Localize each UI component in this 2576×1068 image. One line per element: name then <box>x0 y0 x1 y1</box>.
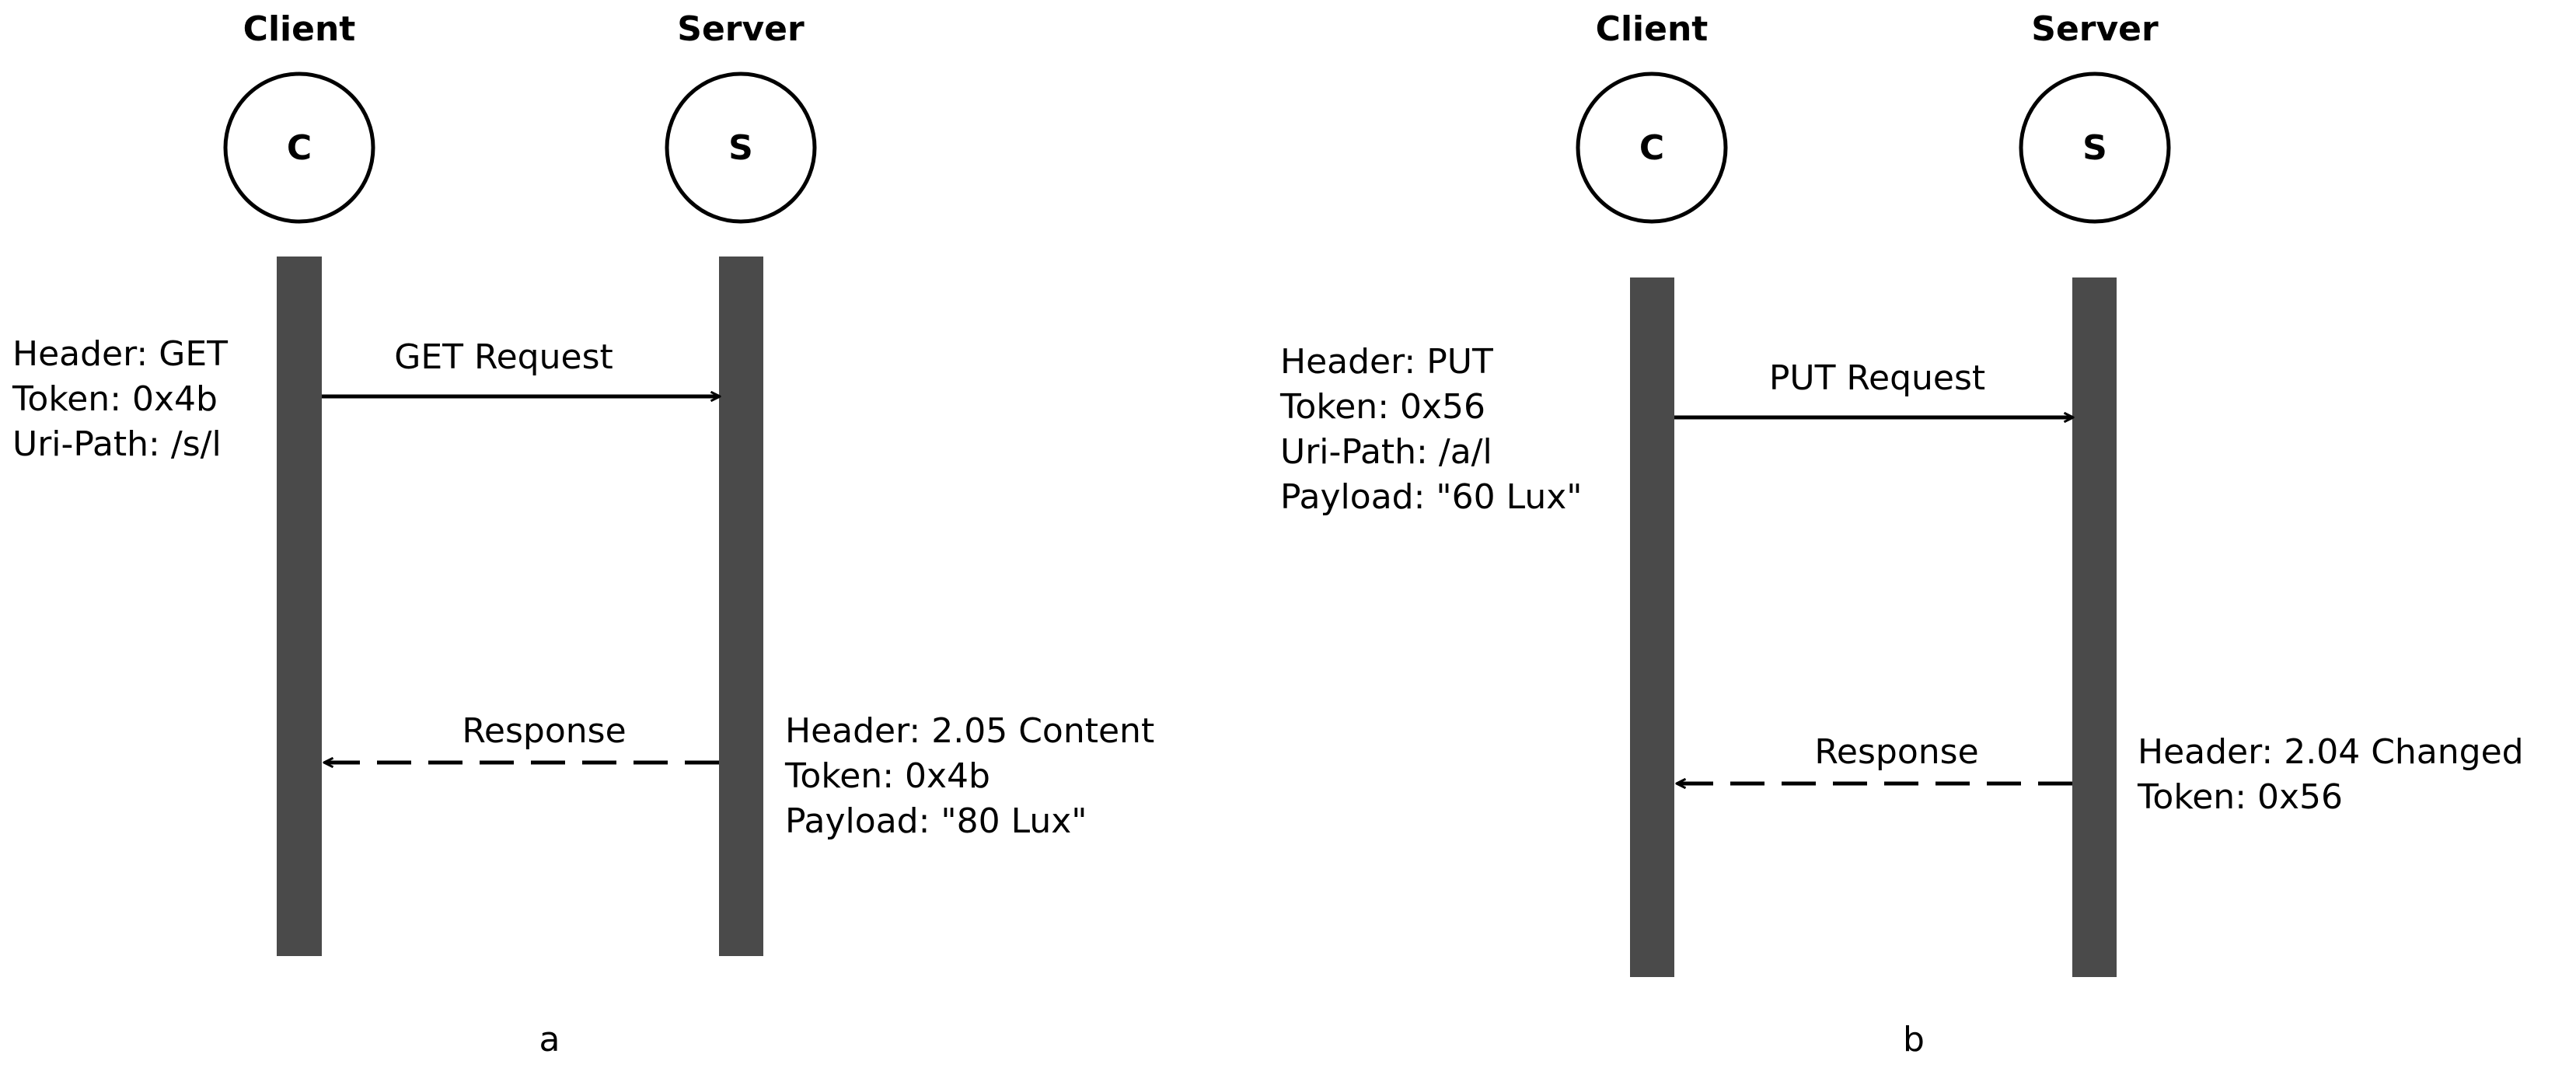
response-label: Response <box>462 711 626 751</box>
panel-caption: b <box>1903 1020 1925 1059</box>
server-node <box>665 72 817 224</box>
panel-caption: a <box>539 1020 560 1059</box>
client-node-letter: C <box>287 128 312 168</box>
response-note: Header: 2.05 Content Token: 0x4b Payload… <box>784 711 1154 841</box>
server-lifeline <box>2072 277 2117 977</box>
response-note-line: Header: 2.05 Content <box>785 711 1154 751</box>
client-node-letter: C <box>1639 128 1664 168</box>
server-role-label: Server <box>2031 9 2159 49</box>
server-lifeline <box>719 257 763 956</box>
request-label: PUT Request <box>1769 358 1985 398</box>
request-label: GET Request <box>394 337 613 377</box>
response-note-line: Header: 2.04 Changed <box>2138 732 2524 772</box>
panel-a: Client Server C S GET Request Header: GE… <box>12 9 1154 1059</box>
client-node <box>223 72 375 224</box>
client-lifeline <box>277 257 322 956</box>
request-note-line: Uri-Path: /a/l <box>1280 432 1492 472</box>
response-note-line: Token: 0x4b <box>784 756 990 796</box>
request-note-line: Header: GET <box>12 334 228 374</box>
request-note: Header: PUT Token: 0x56 Uri-Path: /a/l P… <box>1279 342 1583 517</box>
response-note: Header: 2.04 Changed Token: 0x56 <box>2137 732 2524 817</box>
request-note: Header: GET Token: 0x4b Uri-Path: /s/l <box>12 334 228 464</box>
client-role-label: Client <box>1596 9 1709 49</box>
panel-b: Client Server C S PUT Request Header: PU… <box>1279 9 2524 1059</box>
request-note-line: Uri-Path: /s/l <box>12 424 222 464</box>
response-note-line: Payload: "80 Lux" <box>785 801 1087 841</box>
server-role-label: Server <box>677 9 805 49</box>
request-note-line: Header: PUT <box>1280 342 1493 382</box>
response-label: Response <box>1814 732 1978 772</box>
request-note-line: Token: 0x56 <box>1279 387 1485 427</box>
server-node-letter: S <box>728 128 753 168</box>
response-note-line: Token: 0x56 <box>2137 777 2343 817</box>
client-node <box>1576 72 1728 224</box>
server-node <box>2019 72 2171 224</box>
client-lifeline <box>1630 277 1674 977</box>
request-note-line: Token: 0x4b <box>12 379 218 419</box>
server-node-letter: S <box>2082 128 2107 168</box>
client-role-label: Client <box>243 9 356 49</box>
request-note-line: Payload: "60 Lux" <box>1280 477 1583 517</box>
